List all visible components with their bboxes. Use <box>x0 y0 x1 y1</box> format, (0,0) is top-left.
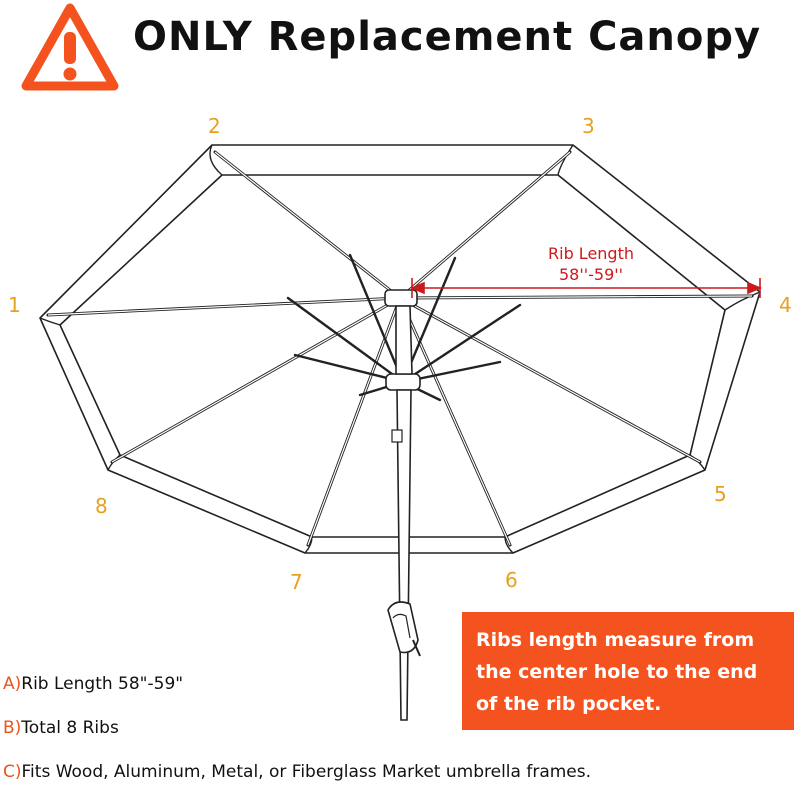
rib-length-value: 58''-59'' <box>558 265 624 284</box>
spec-letter: A) <box>3 674 22 694</box>
rib-number-5: 5 <box>714 482 727 506</box>
spec-letter: B) <box>3 718 22 738</box>
spec-text: Total 8 Ribs <box>21 718 119 738</box>
rib-number-1: 1 <box>8 293 21 317</box>
rib-number-2: 2 <box>208 114 221 138</box>
rib-number-8: 8 <box>95 494 108 518</box>
spec-fits: C)Fits Wood, Aluminum, Metal, or Fibergl… <box>3 762 591 782</box>
spec-text: Fits Wood, Aluminum, Metal, or Fiberglas… <box>21 762 592 782</box>
spec-text: Rib Length 58"-59" <box>21 674 184 694</box>
rib-number-3: 3 <box>582 114 595 138</box>
rib-number-4: 4 <box>779 293 792 317</box>
rib-length-title: Rib Length <box>548 244 634 263</box>
spec-total-ribs: B)Total 8 Ribs <box>3 718 119 738</box>
page-title: ONLY Replacement Canopy <box>133 14 762 60</box>
rib-number-6: 6 <box>505 568 518 592</box>
measurement-note: Ribs length measure from the center hole… <box>462 612 794 730</box>
spec-letter: C) <box>3 762 22 782</box>
rib-length-label: Rib Length 58''-59'' <box>548 243 634 285</box>
spec-rib-length: A)Rib Length 58"-59" <box>3 674 183 694</box>
warning-triangle-icon <box>21 3 119 91</box>
rib-number-7: 7 <box>290 570 303 594</box>
